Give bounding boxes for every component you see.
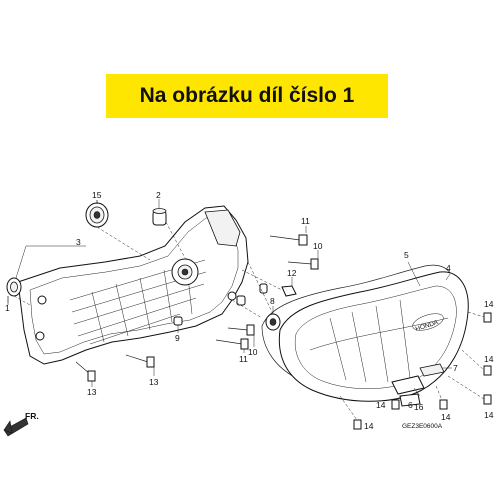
callout-numbers: 1 2 3 4 5 6 7 8 9 10 10 11 11 12 13 13 1…: [5, 190, 494, 431]
callout-14-f: 14: [364, 421, 374, 431]
callout-12: 12: [287, 268, 297, 278]
callout-16: 16: [414, 402, 424, 412]
callout-14-a: 14: [484, 299, 494, 309]
callout-10-upper: 10: [313, 241, 323, 251]
leader-lines: [7, 199, 452, 406]
callout-11-upper: 11: [301, 216, 310, 226]
part-4-cover: HONDA: [278, 271, 469, 402]
part-16-bracket: [399, 393, 421, 407]
callout-8: 8: [270, 296, 275, 306]
callout-3: 3: [76, 237, 81, 247]
banner-text: Na obrázku díl číslo 1: [139, 84, 355, 107]
callout-14-b: 14: [484, 354, 494, 364]
alignment-lines: [13, 221, 283, 319]
part-2-dowel: [152, 205, 167, 226]
part-15-bearing: [85, 200, 109, 228]
callout-6: 6: [408, 400, 413, 410]
callout-10-lower: 10: [248, 347, 258, 357]
bolt-11-lower: [215, 338, 249, 350]
bolt-13-center: [125, 354, 155, 368]
callout-14-e: 14: [376, 400, 386, 410]
part-1-bushing: [6, 277, 22, 305]
bolt-11-upper: [269, 234, 308, 246]
cover-bolts: [339, 311, 492, 430]
callout-15: 15: [92, 190, 102, 200]
part-7-plate: [419, 363, 445, 377]
callout-5: 5: [404, 250, 409, 260]
direction-label: FR.: [25, 411, 39, 421]
callout-11-lower: 11: [239, 354, 248, 364]
callout-14-d: 14: [441, 412, 451, 422]
callout-9: 9: [175, 333, 180, 343]
callout-14-c: 14: [484, 410, 494, 420]
part-8-oil-seal: [265, 313, 281, 331]
part-number-banner: Na obrázku díl číslo 1: [106, 74, 388, 118]
bolt-13-left: [75, 361, 96, 382]
callout-1: 1: [5, 303, 10, 313]
part-6-bracket: [391, 375, 425, 395]
front-direction-arrow: FR.: [3, 411, 39, 437]
crankcase-cover-left: [17, 205, 249, 365]
callout-4: 4: [446, 263, 451, 273]
callout-7: 7: [453, 363, 458, 373]
diagram-code: GEZ3E0600A: [402, 423, 443, 430]
part-12-clip: [281, 285, 297, 297]
callout-13-center: 13: [149, 377, 159, 387]
bolt-10-lower: [227, 324, 255, 336]
callout-13-left: 13: [87, 387, 97, 397]
callout-2: 2: [156, 190, 161, 200]
